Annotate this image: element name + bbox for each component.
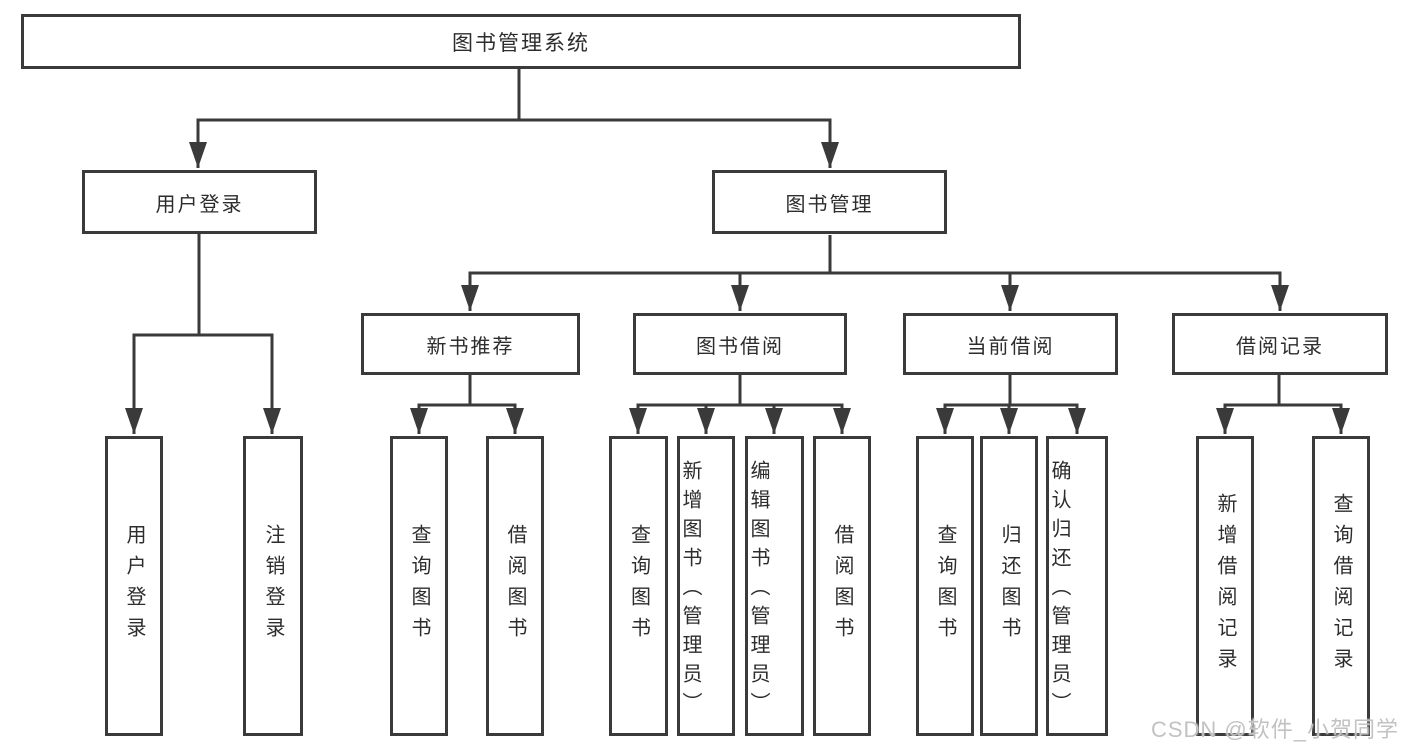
node-label: 图书管理 [785,193,874,216]
node-library-management-system: 图书管理系统 [21,14,1021,69]
leaf-add-book-admin: 新增图书（管理员） [677,436,735,736]
node-label: 新书推荐 [426,335,515,358]
leaf-user-login: 用户登录 [105,436,163,736]
leaf-label: 用户登录 [123,524,145,648]
leaf-query-books-recommend: 查询图书 [390,436,448,736]
leaf-query-books-borrow: 查询图书 [609,436,668,736]
node-book-borrow: 图书借阅 [633,313,847,375]
leaf-logout: 注销登录 [243,436,303,736]
node-new-book-recommend: 新书推荐 [361,313,580,375]
node-user-login: 用户登录 [82,170,317,234]
leaf-return-book: 归还图书 [980,436,1038,736]
node-borrow-records: 借阅记录 [1172,313,1388,375]
leaf-add-borrow-record: 新增借阅记录 [1196,436,1254,736]
node-label: 图书借阅 [696,335,784,358]
rail-new-book-recommend [417,375,517,407]
node-label: 用户登录 [155,193,244,216]
leaf-edit-book-admin: 编辑图书（管理员） [745,436,804,736]
leaf-borrow-books: 借阅图书 [813,436,871,736]
rail-current-borrow [943,375,1079,407]
rail-book-management [468,235,1282,275]
leaf-label: 查询图书 [408,524,430,648]
leaf-label: 确认归还（管理员） [1048,459,1070,721]
node-current-borrow: 当前借阅 [903,313,1118,375]
leaf-label: 新增借阅记录 [1214,493,1236,679]
rail-book-borrow [636,375,844,407]
node-label: 借阅记录 [1236,335,1324,358]
leaf-query-borrow-record: 查询借阅记录 [1312,436,1370,736]
leaf-query-books-current: 查询图书 [916,436,974,736]
leaf-label: 查询图书 [934,524,956,648]
watermark: CSDN @软件_小贺同学 [1150,717,1399,742]
node-label: 当前借阅 [966,335,1055,358]
leaf-label: 注销登录 [262,524,284,648]
rail-user-login [132,233,274,337]
leaf-borrow-books-recommend: 借阅图书 [486,436,544,736]
leaf-label: 编辑图书（管理员） [747,459,769,721]
node-book-management: 图书管理 [712,170,947,234]
leaf-label: 借阅图书 [831,524,853,648]
leaf-label: 查询借阅记录 [1330,493,1352,679]
leaf-label: 借阅图书 [504,524,526,648]
leaf-confirm-return-admin: 确认归还（管理员） [1046,436,1108,736]
leaf-label: 查询图书 [627,524,650,648]
node-label: 图书管理系统 [452,31,590,55]
rail-root [196,68,832,122]
leaf-label: 归还图书 [998,524,1020,648]
leaf-label: 新增图书（管理员） [679,459,701,721]
rail-borrow-records [1223,375,1343,407]
